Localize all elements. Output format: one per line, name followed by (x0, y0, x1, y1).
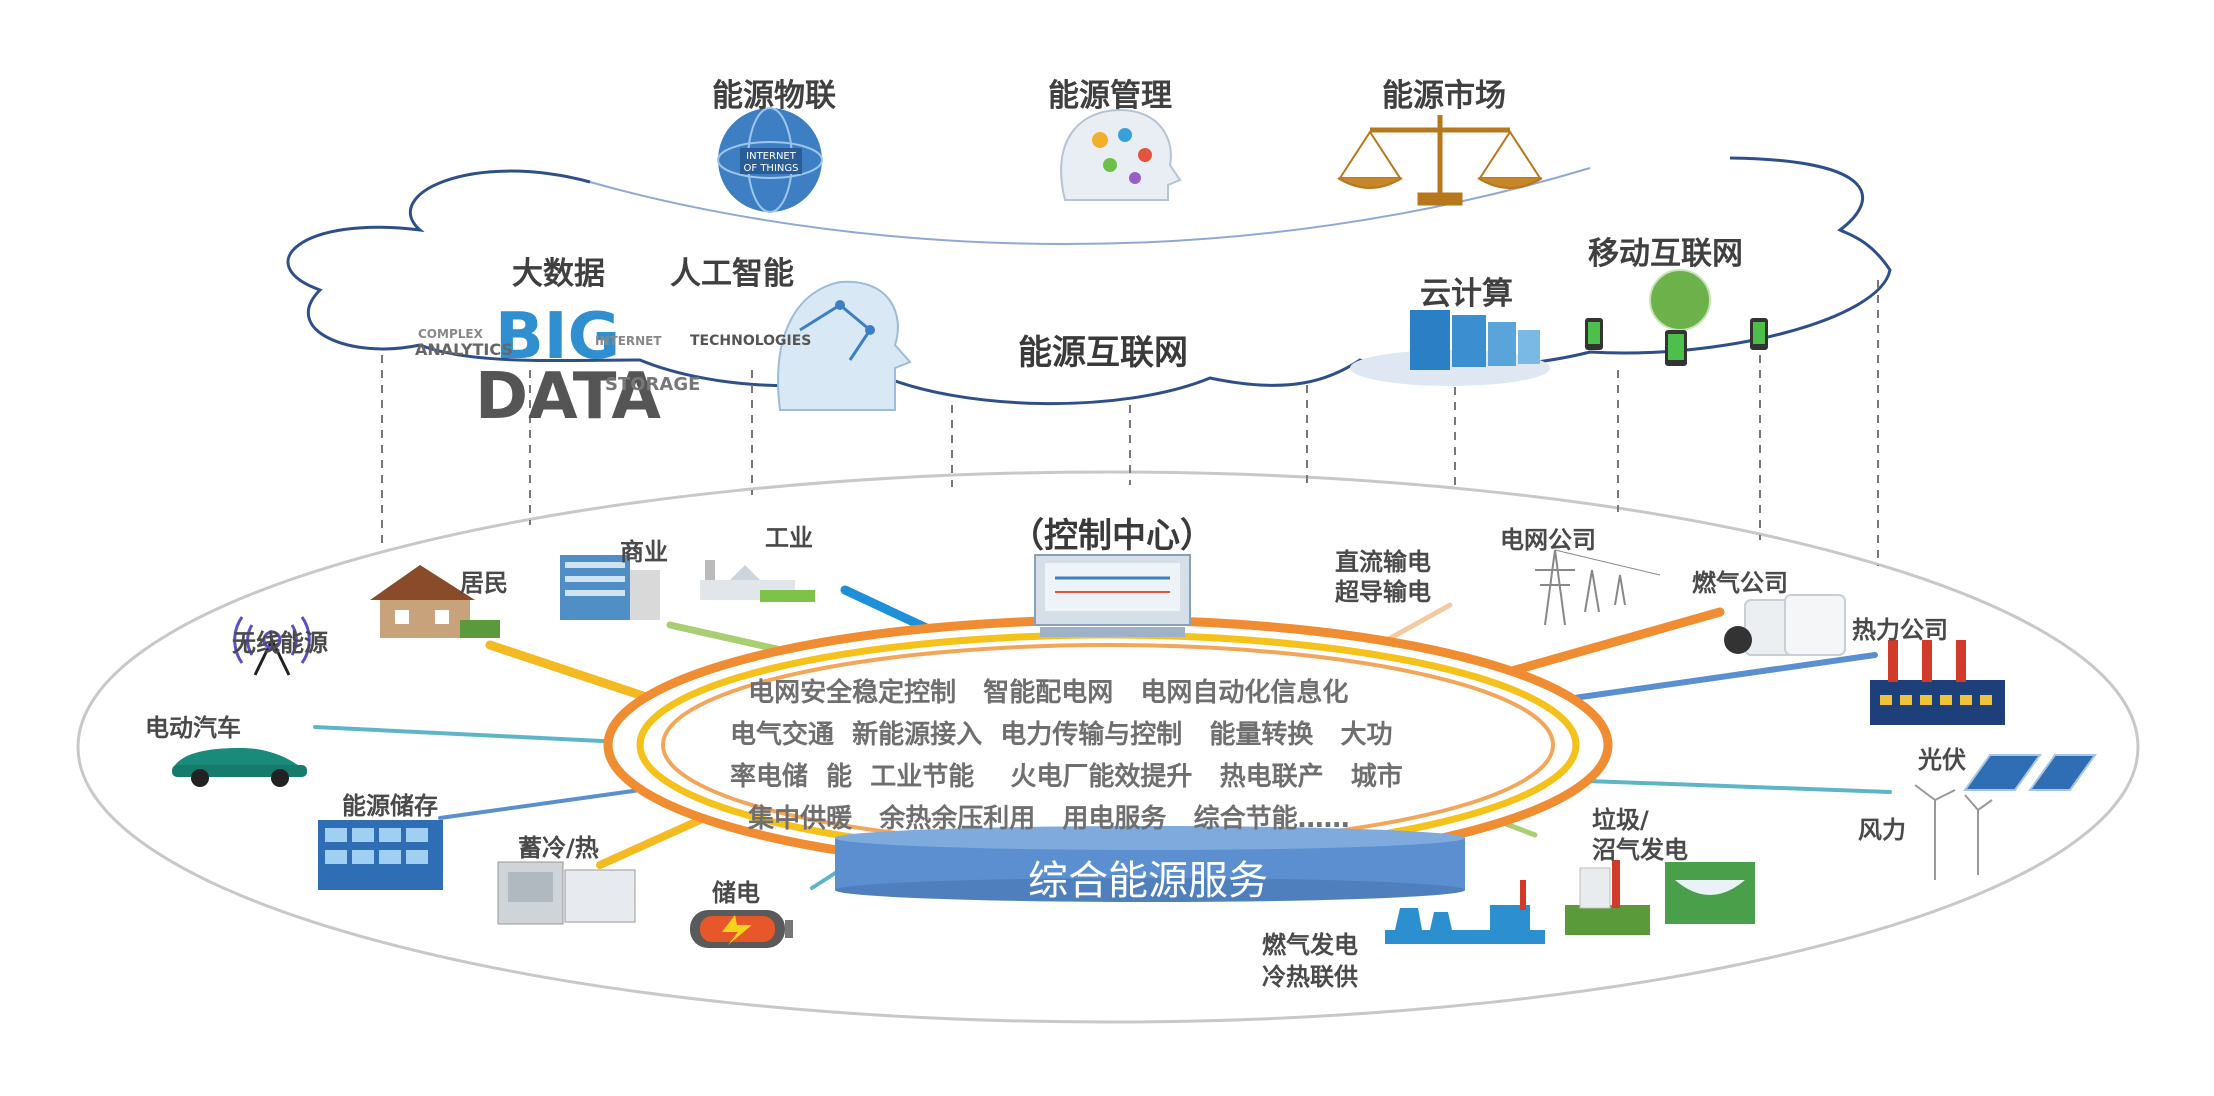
mobile-network-icon (1585, 269, 1768, 366)
brain-head-icon (1060, 108, 1182, 201)
label-grid-company: 电网公司 (1500, 526, 1596, 554)
electric-car-icon (172, 748, 307, 787)
label-gas-power-2: 冷热联供 (1262, 963, 1358, 991)
label-dc-transmission: 直流输电 (1335, 548, 1431, 576)
svg-text:ANALYTICS: ANALYTICS (415, 340, 513, 359)
thermal-storage-icon (497, 861, 636, 925)
svg-text:OF THINGS: OF THINGS (744, 163, 799, 174)
svg-text:INTERNET: INTERNET (595, 334, 662, 348)
label-control-center: （控制中心） (1010, 516, 1214, 556)
service-items-line: 电网安全稳定控制 智能配电网 电网自动化信息化 (730, 678, 1349, 708)
big-data-word-cloud: BIG DATA ANALYTICS COMPLEX INTERNET TECH… (415, 300, 811, 434)
iot-globe-icon: INTERNET OF THINGS (717, 107, 823, 213)
wireless-tower-icon (233, 616, 311, 676)
label-industry: 工业 (765, 524, 813, 552)
label-photovoltaic: 光伏 (1918, 746, 1966, 774)
cloud-outline (286, 156, 1892, 406)
energy-storage-icon (318, 820, 443, 890)
service-cylinder (835, 826, 1465, 902)
service-items-line: 率电储 能 工业节能 火电厂能效提升 热电联产 城市 (730, 762, 1403, 792)
dashed-connectors (381, 280, 1879, 566)
ai-head-icon (777, 280, 912, 411)
label-energy-market: 能源市场 (1382, 78, 1506, 114)
svg-text:TECHNOLOGIES: TECHNOLOGIES (690, 333, 811, 349)
label-commerce: 商业 (620, 538, 668, 566)
solar-panel-icon (1963, 754, 2097, 791)
label-resident: 居民 (460, 569, 508, 597)
label-energy-internet: 能源互联网 (1018, 333, 1188, 373)
label-waste-power-1: 垃圾/ (1592, 806, 1649, 834)
label-energy-iot: 能源物联 (712, 78, 836, 114)
svg-text:STORAGE: STORAGE (605, 374, 700, 395)
label-superconducting-transmission: 超导输电 (1335, 578, 1431, 606)
factory-icon (700, 560, 815, 602)
svg-text:INTERNET: INTERNET (746, 151, 797, 162)
server-rack-icon (1350, 310, 1550, 386)
service-items-line: 电气交通 新能源接入 电力传输与控制 能量转换 大功 (730, 720, 1393, 750)
wind-turbine-icon (1914, 784, 1993, 880)
label-electric-car: 电动汽车 (145, 714, 241, 742)
label-gas-company: 燃气公司 (1692, 569, 1788, 597)
svg-text:DATA: DATA (475, 360, 661, 434)
service-items-list: 电网安全稳定控制 智能配电网 电网自动化信息化 电气交通 新能源接入 电力传输与… (730, 672, 1530, 840)
label-energy-storage: 能源储存 (342, 792, 438, 820)
heating-plant-icon (1870, 640, 2005, 725)
integrated-energy-service-label: 综合能源服务 (1028, 858, 1268, 904)
commerce-building-icon (560, 555, 660, 620)
label-waste-power-2: 沼气发电 (1592, 836, 1688, 864)
cloud-inner-arc (589, 167, 1591, 246)
house-icon (370, 565, 500, 638)
label-wind-power: 风力 (1858, 816, 1906, 844)
biogas-plant-icon (1565, 860, 1755, 935)
label-battery-storage: 储电 (712, 879, 760, 907)
balance-scale-icon (1337, 115, 1543, 206)
spoke-lines (313, 585, 1892, 890)
power-transmission-tower-icon (1535, 549, 1661, 626)
label-cloud-computing: 云计算 (1420, 276, 1513, 312)
service-items-line: 集中供暖 余热余压利用 用电服务 综合节能…… (730, 804, 1350, 834)
gas-power-station-icon (1385, 880, 1545, 944)
label-heat-company: 热力公司 (1852, 616, 1948, 644)
label-gas-power-1: 燃气发电 (1262, 931, 1358, 959)
label-wireless-energy: 无线能源 (232, 629, 328, 657)
label-mobile-internet: 移动互联网 (1588, 236, 1743, 272)
gas-tank-icon (1724, 594, 1846, 656)
label-ai: 人工智能 (670, 256, 794, 292)
svg-text:BIG: BIG (495, 300, 620, 374)
battery-icon (690, 910, 793, 948)
label-energy-management: 能源管理 (1048, 78, 1172, 114)
label-big-data: 大数据 (512, 256, 605, 292)
platform-ellipse (76, 470, 2140, 1024)
control-center-monitor-icon (1034, 554, 1191, 637)
label-cold-heat-storage: 蓄冷/热 (518, 834, 599, 862)
svg-text:COMPLEX: COMPLEX (418, 327, 484, 341)
